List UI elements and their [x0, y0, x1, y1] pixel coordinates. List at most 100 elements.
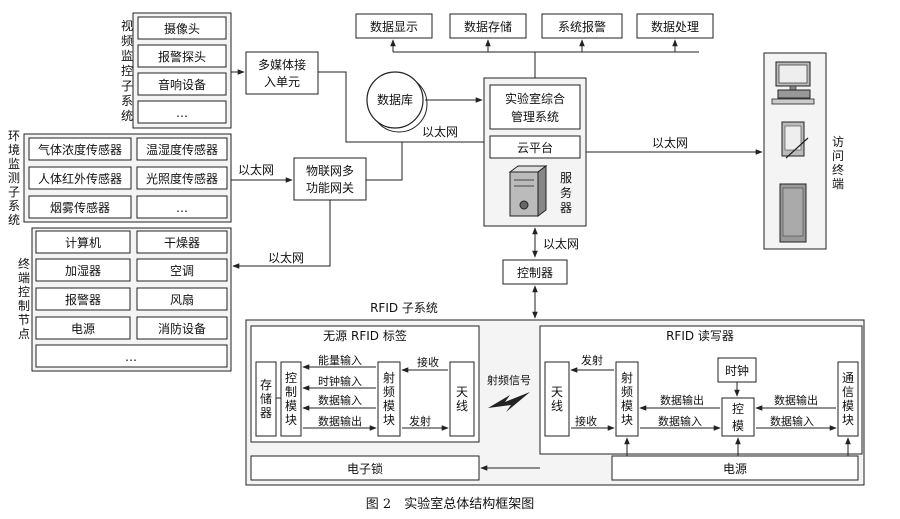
ttitle-1: 端: [18, 271, 30, 285]
mgmt-system-line1: 实验室综合: [505, 91, 565, 106]
reader-rf-1: 频: [621, 385, 633, 399]
rf-signal-bolt-icon: [488, 392, 530, 412]
reader-antenna-1: 线: [551, 399, 563, 413]
data-display-label: 数据显示: [370, 19, 418, 34]
tag-data-input-label: 数据输入: [318, 393, 362, 407]
fire-equipment-label: 消防设备: [158, 321, 206, 336]
tag-transmit-label: 发射: [409, 414, 431, 428]
multimedia-unit-line1: 多媒体接: [258, 57, 306, 72]
ethernet-label-center: 以太网: [422, 124, 458, 139]
tag-rf-box: [377, 361, 401, 437]
comm-module-box: [837, 361, 859, 437]
camera-box: [137, 16, 227, 40]
electronic-lock-box: [250, 455, 480, 481]
light-sensor-label: 光照度传感器: [146, 171, 218, 186]
vtitle-3: 控: [121, 64, 133, 78]
reader-antenna-0: 天: [551, 385, 563, 399]
aircon-label: 空调: [170, 264, 194, 278]
ttitle-2: 控: [18, 285, 30, 299]
vtitle-0: 视: [121, 18, 133, 33]
comm-2: 模: [842, 399, 854, 413]
electronic-lock-label: 电子锁: [347, 461, 383, 476]
humidifier-label: 加湿器: [65, 263, 101, 278]
power-supply-label: 电源: [71, 322, 95, 336]
tag-receive-label: 接收: [417, 355, 439, 369]
ethernet-label-terminal: 以太网: [268, 250, 304, 265]
reader-control-line2: 模: [732, 419, 744, 433]
comm-1: 信: [842, 385, 854, 399]
system-alarm-label: 系统报警: [558, 19, 606, 34]
tag-data-output-label: 数据输出: [318, 414, 362, 428]
reader-control-box: [721, 397, 755, 437]
computer-box: [35, 230, 131, 254]
data-storage-box: [449, 13, 527, 39]
tag-control-box: [280, 361, 302, 437]
video-more-label: …: [176, 106, 188, 120]
access-title-3: 端: [832, 177, 844, 191]
env-more-label: …: [176, 201, 188, 215]
comm-3: 块: [842, 413, 854, 427]
etitle-1: 境: [8, 142, 20, 157]
clock-input-label: 时钟输入: [318, 374, 362, 388]
gas-sensor-label: 气体浓度传感器: [38, 142, 122, 157]
tablet-icon: [781, 121, 809, 159]
ethernet-label-controller: 以太网: [543, 236, 579, 251]
reader-data-output-left-label: 数据输出: [660, 393, 704, 407]
fire-equipment-box: [136, 316, 228, 340]
desktop-computer-icon: [771, 61, 815, 105]
storage-0: 存: [260, 378, 272, 392]
ethernet-label-env: 以太网: [238, 162, 274, 177]
ttitle-4: 节: [18, 313, 30, 327]
dryer-label: 干燥器: [164, 236, 200, 250]
access-title-0: 访: [832, 135, 844, 149]
multimedia-unit-box: [245, 51, 319, 95]
mgmt-system-box: [489, 84, 581, 130]
database-label: 数据库: [377, 92, 413, 107]
storage-box: [255, 361, 277, 437]
smoke-sensor-box: [28, 195, 132, 219]
vtitle-1: 频: [121, 34, 133, 48]
controller-box: [502, 259, 568, 285]
humidifier-box: [35, 258, 131, 282]
tag-control-0: 控: [285, 371, 297, 385]
cloud-platform-box: [489, 135, 581, 159]
storage-1: 储: [260, 391, 272, 406]
vtitle-5: 系: [121, 94, 133, 108]
video-subsystem: 视 频 监 控 子 系 统 摄像头 报警探头 音响设备 …: [121, 12, 232, 129]
fan-label: 风扇: [170, 292, 194, 307]
reader-data-input-left-label: 数据输入: [658, 414, 702, 428]
audio-device-box: [137, 72, 227, 96]
server-icon: [508, 165, 548, 217]
storage-2: 器: [260, 406, 272, 420]
gateway-to-terminal-arrow: [232, 200, 331, 269]
server-label-2: 器: [560, 201, 572, 215]
access-title-2: 终: [832, 162, 844, 177]
rfid-reader-title: RFID 读写器: [666, 329, 734, 343]
reader-antenna-box: [544, 361, 570, 437]
alarm-box: [35, 287, 131, 311]
etitle-6: 统: [8, 213, 20, 227]
terminal-nodes: 终 端 控 制 节 点 计算机 干燥器 加湿器 空调 报警器 风扇 电源 消防设…: [18, 227, 232, 372]
clock-label: 时钟: [725, 363, 749, 378]
tag-rf-2: 模: [383, 399, 395, 413]
tag-control-1: 制: [285, 385, 297, 399]
tag-rf-3: 块: [383, 413, 395, 427]
dryer-box: [136, 230, 228, 254]
camera-label: 摄像头: [164, 21, 200, 36]
multimedia-unit-line2: 入单元: [264, 75, 300, 89]
etitle-4: 子: [8, 185, 20, 199]
fan-box: [136, 287, 228, 311]
env-subsystem: 环 境 监 测 子 系 统 气体浓度传感器 温湿度传感器 人体红外传感器 光照度…: [8, 129, 232, 227]
temp-hum-sensor-box: [136, 137, 228, 161]
etitle-5: 系: [8, 199, 20, 213]
audio-device-label: 音响设备: [158, 77, 206, 92]
iot-gateway-line1: 物联网多: [306, 164, 354, 178]
terminal-more-box: [35, 344, 228, 368]
clock-box: [717, 357, 757, 383]
tag-antenna-box: [449, 361, 475, 437]
system-alarm-box: [541, 13, 623, 39]
video-more-box: [137, 100, 227, 124]
pir-sensor-label: 人体红外传感器: [38, 171, 122, 186]
figure-caption: 图 2 实验室总体结构框架图: [366, 496, 534, 512]
